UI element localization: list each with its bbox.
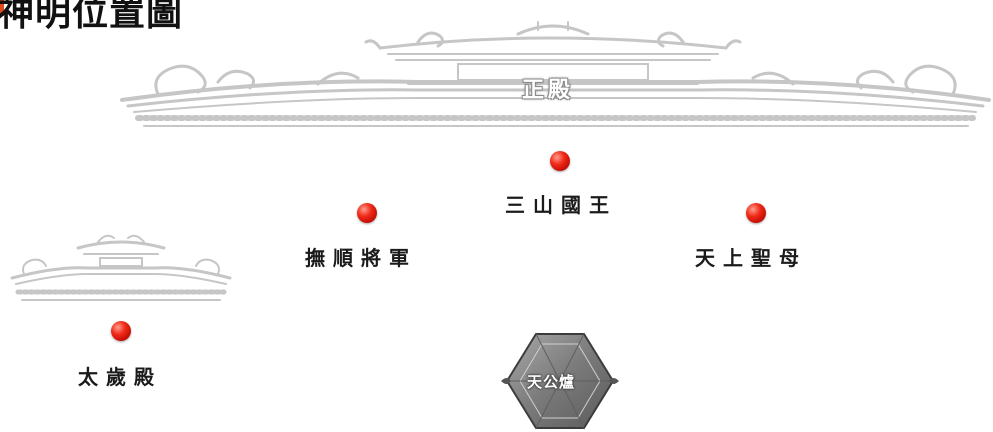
censer-label: 天公爐 [527, 373, 576, 391]
marker-tai-sui-dian [111, 321, 131, 341]
censer-icon [501, 333, 619, 429]
title-accent-mark [0, 0, 4, 16]
marker-san-shan-guo-wang [550, 151, 570, 171]
marker-fu-shun-jiang-jun [357, 203, 377, 223]
label-san-shan-guo-wang: 三山國王 [505, 193, 617, 217]
main-hall-roof-illustration [120, 21, 991, 127]
label-fu-shun-jiang-jun: 撫順將軍 [305, 246, 417, 270]
tai-sui-hall-roof-illustration [10, 234, 232, 301]
main-hall-label: 正殿 [522, 77, 575, 103]
label-tian-shang-sheng-mu: 天上聖母 [695, 246, 807, 270]
label-tai-sui-dian: 太歲殿 [78, 365, 162, 389]
page-title: 神明位置圖 [0, 0, 184, 34]
marker-tian-shang-sheng-mu [746, 203, 766, 223]
